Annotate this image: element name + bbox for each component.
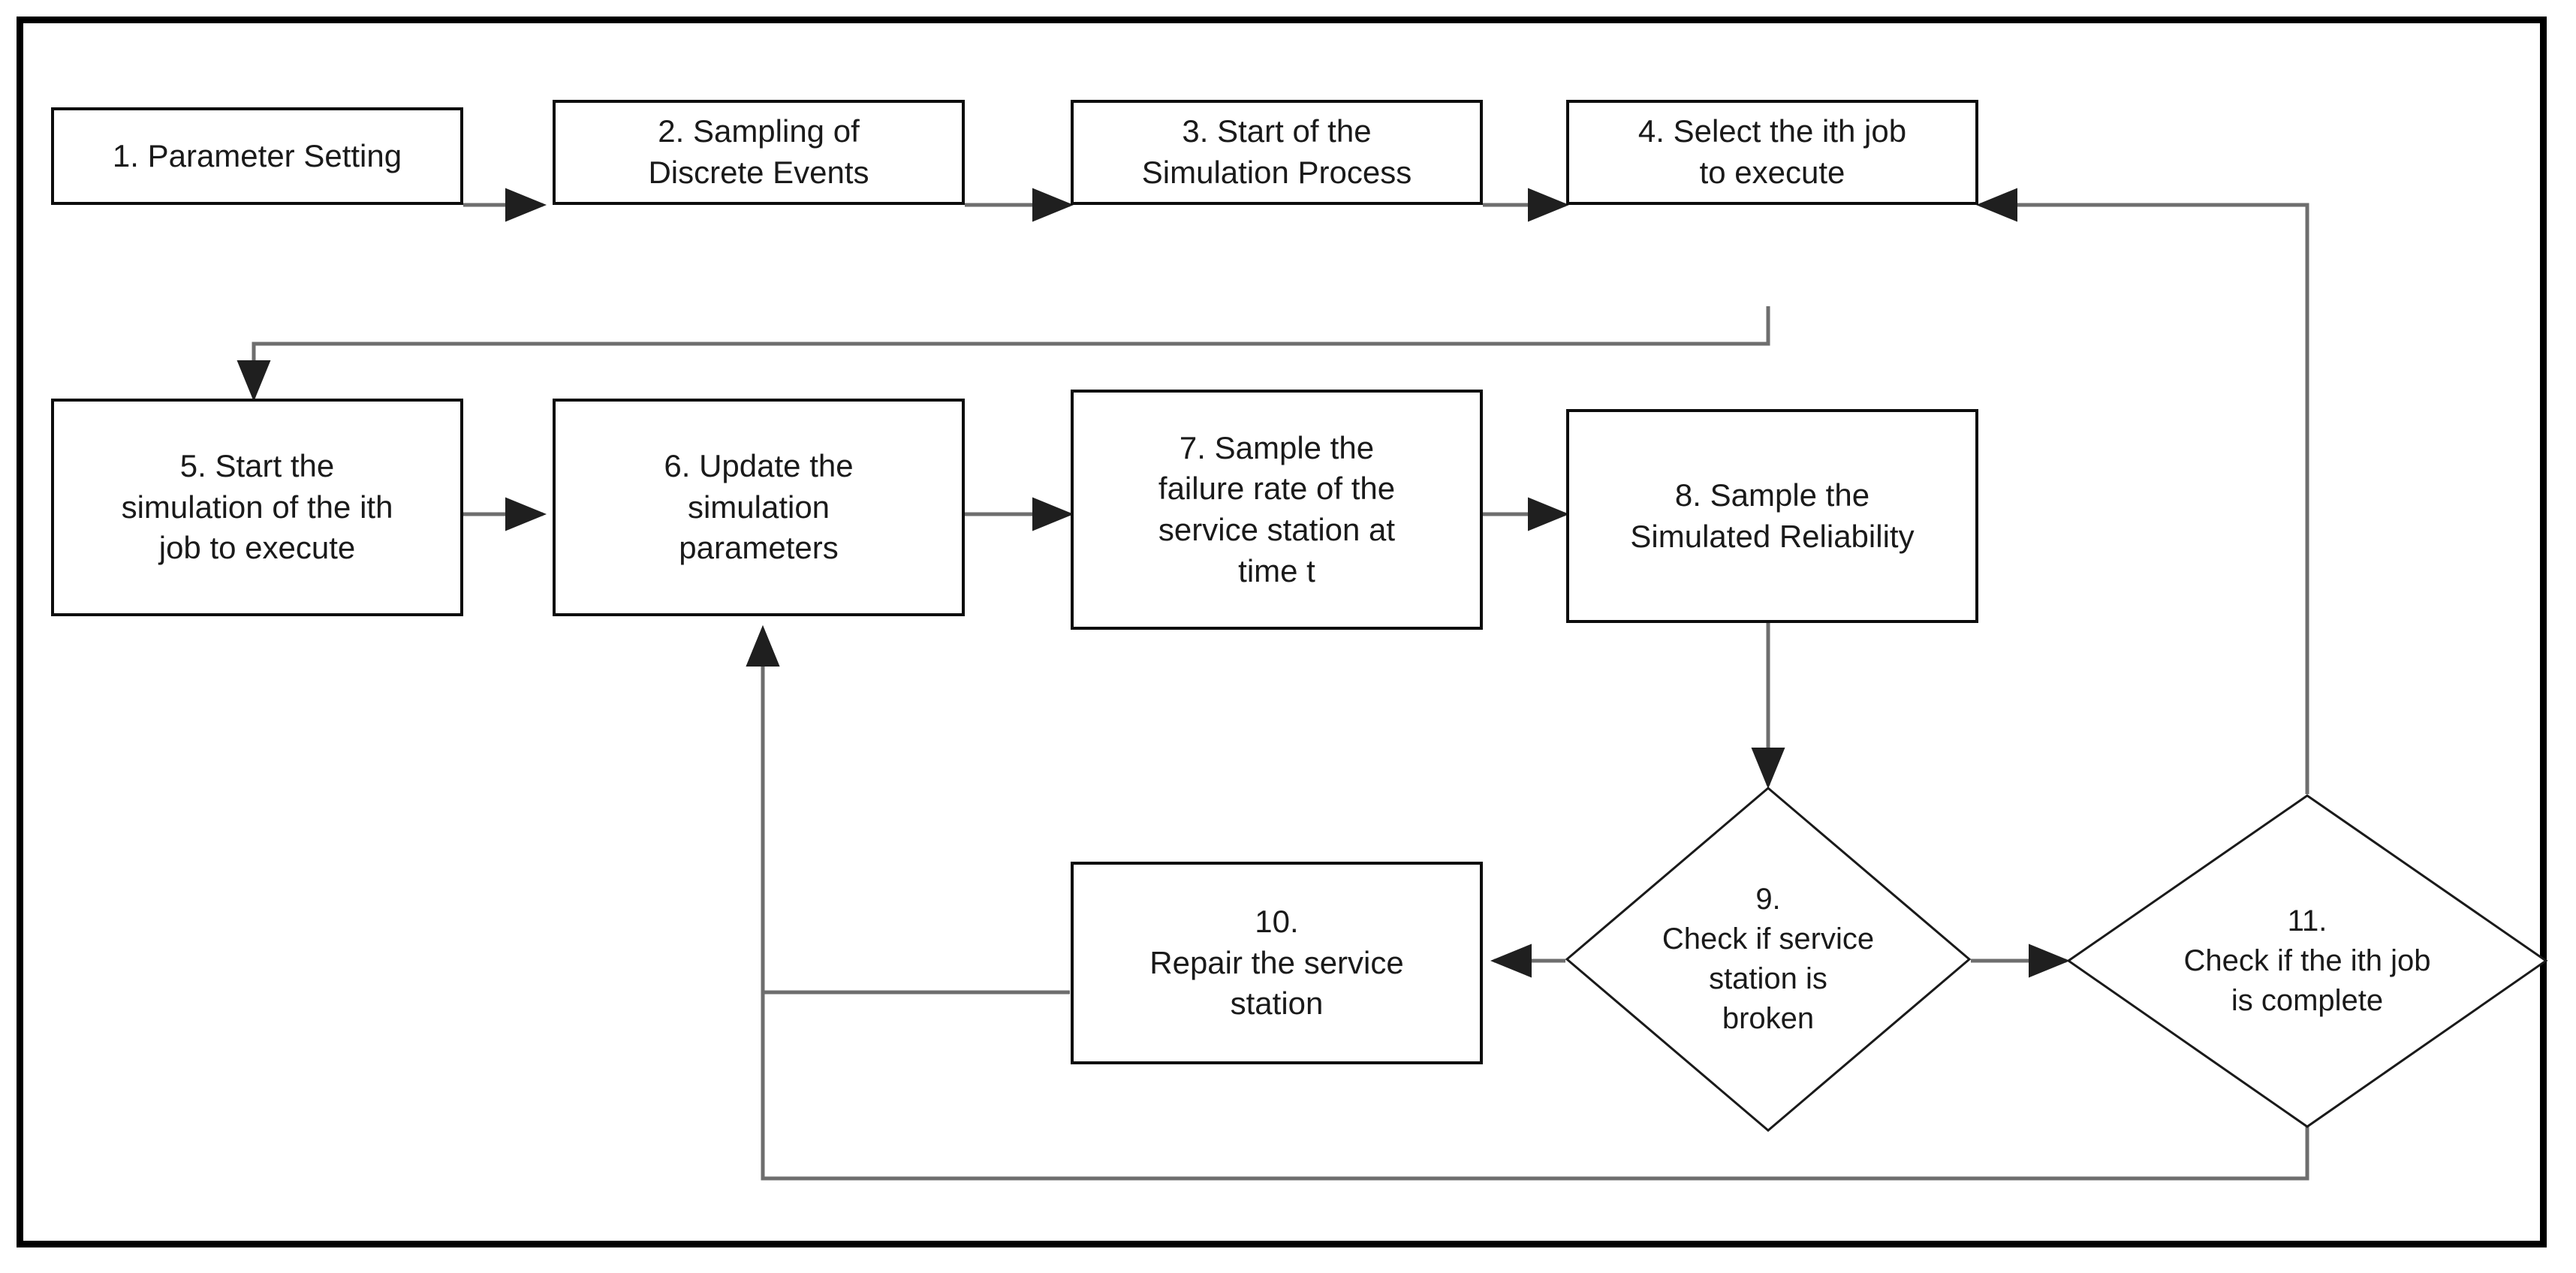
- node-2-label-line-2: Discrete Events: [648, 155, 869, 190]
- node-5-start-simulation-ith-job[interactable]: 5. Start the simulation of the ith job t…: [51, 399, 463, 616]
- node-9-check-service-station-broken[interactable]: 9. Check if service station is broken: [1565, 787, 1971, 1132]
- node-9-label-line-4: broken: [1722, 1001, 1815, 1035]
- diamond-shape-9: [1565, 787, 1971, 1132]
- node-3-start-of-simulation-process[interactable]: 3. Start of the Simulation Process: [1071, 100, 1483, 205]
- node-6-label-line-1: 6. Update the: [664, 448, 854, 484]
- node-7-label-line-3: service station at: [1158, 512, 1396, 547]
- node-3-label-line-1: 3. Start of the: [1182, 113, 1372, 149]
- node-11-label: 11. Check if the ith job is complete: [2115, 901, 2499, 1020]
- node-1-label: 1. Parameter Setting: [112, 137, 402, 173]
- diamond-shape-11: [2067, 794, 2547, 1128]
- node-8-label-line-1: 8. Sample the: [1674, 477, 1870, 513]
- node-2-sampling-of-discrete-events[interactable]: 2. Sampling of Discrete Events: [553, 100, 965, 205]
- node-10-repair-service-station[interactable]: 10. Repair the service station: [1071, 862, 1483, 1064]
- node-1-parameter-setting[interactable]: 1. Parameter Setting: [51, 107, 463, 205]
- node-4-label-line-1: 4. Select the ith job: [1637, 113, 1907, 149]
- node-8-sample-simulated-reliability[interactable]: 8. Sample the Simulated Reliability: [1566, 409, 1978, 623]
- node-9-label: 9. Check if service station is broken: [1622, 880, 1915, 1038]
- node-11-label-line-2: Check if the ith job: [2183, 944, 2431, 978]
- node-11-label-line-3: is complete: [2231, 983, 2384, 1017]
- node-2-label-line-1: 2. Sampling of: [658, 113, 860, 149]
- node-4-select-ith-job[interactable]: 4. Select the ith job to execute: [1566, 100, 1978, 205]
- node-6-update-simulation-parameters[interactable]: 6. Update the simulation parameters: [553, 399, 965, 616]
- node-4-label-line-2: to execute: [1699, 155, 1845, 190]
- node-10-label-line-3: station: [1230, 986, 1324, 1022]
- node-8-label-line-2: Simulated Reliability: [1630, 518, 1915, 554]
- node-5-label-line-2: simulation of the ith: [121, 489, 393, 525]
- node-11-check-ith-job-complete[interactable]: 11. Check if the ith job is complete: [2067, 794, 2547, 1128]
- node-3-label-line-2: Simulation Process: [1141, 155, 1412, 190]
- node-7-label-line-1: 7. Sample the: [1179, 429, 1375, 465]
- node-5-label-line-3: job to execute: [158, 530, 356, 566]
- node-7-sample-failure-rate[interactable]: 7. Sample the failure rate of the servic…: [1071, 390, 1483, 630]
- node-5-label-line-1: 5. Start the: [179, 448, 335, 484]
- node-11-label-line-1: 11.: [2287, 904, 2327, 938]
- node-10-label-line-1: 10.: [1255, 904, 1299, 940]
- node-9-label-line-2: Check if service: [1662, 922, 1875, 956]
- node-10-label-line-2: Repair the service: [1149, 944, 1404, 980]
- node-7-label-line-2: failure rate of the: [1158, 471, 1396, 507]
- node-9-label-line-1: 9.: [1755, 883, 1781, 916]
- node-7-label-line-4: time t: [1238, 552, 1315, 588]
- node-6-label-line-2: simulation: [687, 489, 830, 525]
- node-6-label-line-3: parameters: [679, 530, 839, 566]
- node-9-label-line-3: station is: [1709, 962, 1827, 995]
